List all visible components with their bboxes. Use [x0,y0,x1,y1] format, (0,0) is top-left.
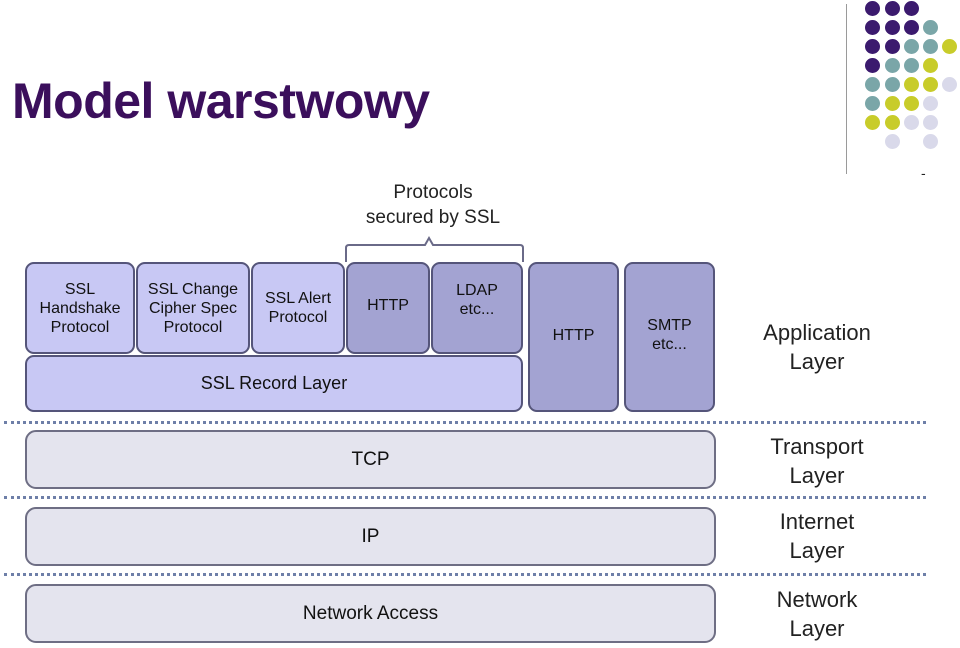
smtp-application-box: SMTP etc... [624,262,715,412]
ssl-record-layer-box: SSL Record Layer [25,355,523,412]
decorative-dot [885,96,900,111]
tcp-box: TCP [25,430,716,489]
decorative-dot [885,115,900,130]
decorative-dot [904,39,919,54]
internet-layer-label: Internet Layer [779,509,855,563]
decorative-dot [865,115,880,130]
decorative-dot [923,96,938,111]
network-access-box: Network Access [25,584,716,643]
decorative-dot [904,20,919,35]
http-application-box: HTTP [528,262,619,412]
transport-layer-label: Transport Layer [770,434,864,488]
decorative-dot [865,96,880,111]
slide-title: Model warstwowy [12,73,430,129]
decorative-dot [942,39,957,54]
decorative-dot [904,77,919,92]
ssl-handshake-protocol-box: SSL Handshake Protocol [25,262,135,354]
decorative-dot [885,20,900,35]
corner-mark: - [921,165,926,181]
decorative-dot [923,77,938,92]
decorative-dot [904,115,919,130]
decorative-dot [885,134,900,149]
decorative-dot [904,58,919,73]
decorative-dot [885,39,900,54]
ssl-change-cipher-spec-box: SSL Change Cipher Spec Protocol [136,262,250,354]
decorative-dot [923,134,938,149]
network-layer-label: Network Layer [776,587,858,641]
separator-line [4,573,926,576]
decorative-dot [923,58,938,73]
decorative-dot [865,77,880,92]
decorative-dot [885,77,900,92]
decorative-dot [865,1,880,16]
application-layer-label: Application Layer [763,320,871,374]
decorative-dot [923,115,938,130]
decorative-dot [942,77,957,92]
decorative-dot [904,96,919,111]
decorative-dot [865,58,880,73]
separator-line [4,496,926,499]
protocols-secured-label: Protocols secured by SSL [365,182,501,228]
decorative-dot [923,39,938,54]
decorative-dot [904,1,919,16]
decorative-dot [865,39,880,54]
decorative-dot [885,1,900,16]
decorative-dot [923,20,938,35]
ip-box: IP [25,507,716,566]
ldap-secured-box: LDAP etc... [431,262,523,354]
http-secured-box: HTTP [346,262,430,354]
separator-line [4,421,926,424]
decorative-dot [865,20,880,35]
decorative-dot [885,58,900,73]
divider-line [846,4,847,174]
ssl-alert-protocol-box: SSL Alert Protocol [251,262,345,354]
